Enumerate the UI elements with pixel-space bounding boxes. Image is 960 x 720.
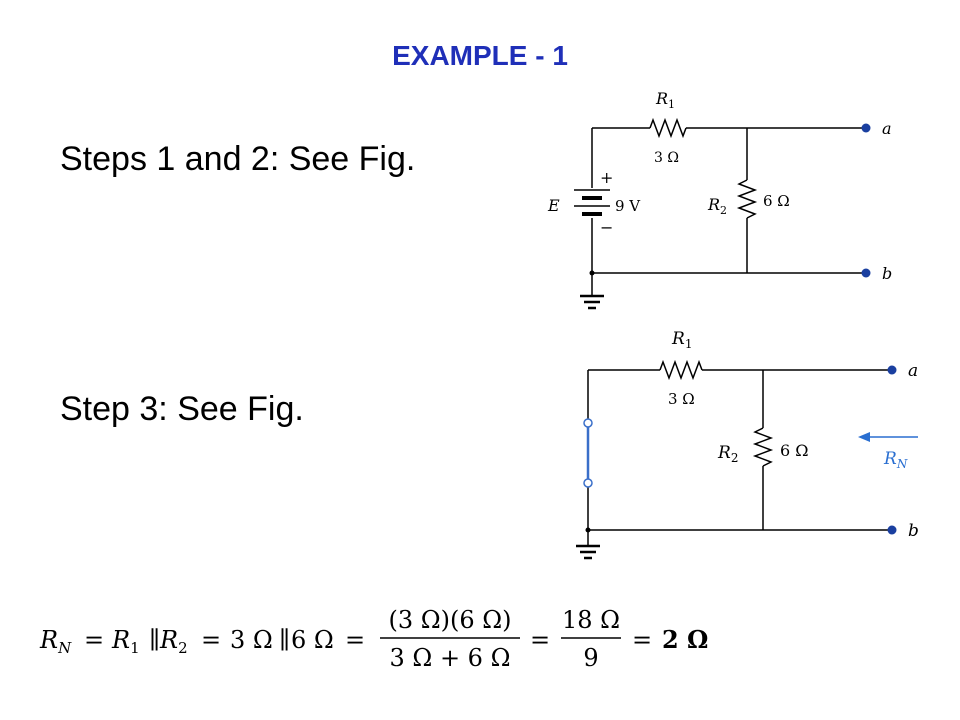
eq-rn: RN (39, 626, 72, 657)
r1-value: 3 Ω (654, 150, 679, 166)
eq-equals: = (84, 626, 104, 654)
r1-label: R1 (655, 89, 675, 111)
eq-r1: R1 (111, 626, 140, 657)
frac2-numerator: 18 Ω (562, 606, 620, 634)
r2-value: 6 Ω (780, 441, 809, 460)
terminal-a-dot (861, 123, 871, 133)
resistor-r1-symbol (649, 117, 687, 139)
r1-value: 3 Ω (668, 390, 695, 408)
rn-label: RN (883, 449, 908, 471)
eq-equals: = (201, 626, 221, 654)
r1-label: R1 (671, 329, 692, 351)
node-a-label: a (908, 361, 918, 381)
rn-arrowhead-icon (858, 432, 870, 442)
junction-dot (585, 527, 591, 533)
resistor-r2-symbol (752, 427, 774, 467)
figure-1-labels: R1 3 Ω R2 6 Ω E 9 V + − a b (547, 89, 892, 283)
step-3-text: Step 3: See Fig. (60, 390, 304, 428)
frac1-numerator: (3 Ω)(6 Ω) (388, 606, 511, 634)
resistor-r1-symbol (659, 359, 703, 381)
resistor-r2-symbol (736, 179, 758, 219)
step-1-2-text: Steps 1 and 2: See Fig. (60, 140, 416, 178)
source-voltage-value: 9 V (615, 197, 641, 215)
eq-equals: = (530, 626, 550, 654)
minus-sign: − (600, 218, 613, 237)
r2-label: R2 (707, 195, 727, 217)
terminal-a-dot (887, 365, 897, 375)
figure-2-circuit (576, 359, 892, 560)
figure-1-circuit (574, 117, 866, 310)
eq-equals: = (632, 626, 652, 654)
slide-title: EXAMPLE - 1 (392, 40, 568, 71)
eq-parallel: ∥ (149, 626, 160, 654)
node-a-label: a (882, 119, 892, 138)
figure-2-labels: R1 3 Ω R2 6 Ω RN a b (668, 329, 919, 541)
frac2-denominator: 9 (583, 644, 598, 672)
eq-equals: = (345, 626, 365, 654)
eq-value-6: 6 Ω (291, 626, 334, 654)
terminal-b-dot (887, 525, 897, 535)
terminal-b-dot (861, 268, 871, 278)
eq-parallel: ∥ (279, 626, 290, 654)
open-terminal (583, 478, 593, 488)
source-e-label: E (547, 196, 560, 215)
node-b-label: b (882, 264, 892, 283)
eq-result: 2 Ω (662, 625, 708, 654)
eq-value-3: 3 Ω (230, 626, 273, 654)
r2-value: 6 Ω (763, 192, 790, 210)
r2-label: R2 (717, 443, 738, 465)
frac1-denominator: 3 Ω + 6 Ω (390, 644, 511, 672)
eq-r2: R2 (159, 626, 188, 657)
plus-sign: + (600, 168, 613, 187)
open-terminal (583, 418, 593, 428)
node-b-label: b (908, 521, 919, 541)
equation: RN = R1 ∥ R2 = 3 Ω ∥ 6 Ω = (3 Ω)(6 Ω) 3 … (39, 606, 708, 672)
junction-dot (589, 270, 595, 276)
